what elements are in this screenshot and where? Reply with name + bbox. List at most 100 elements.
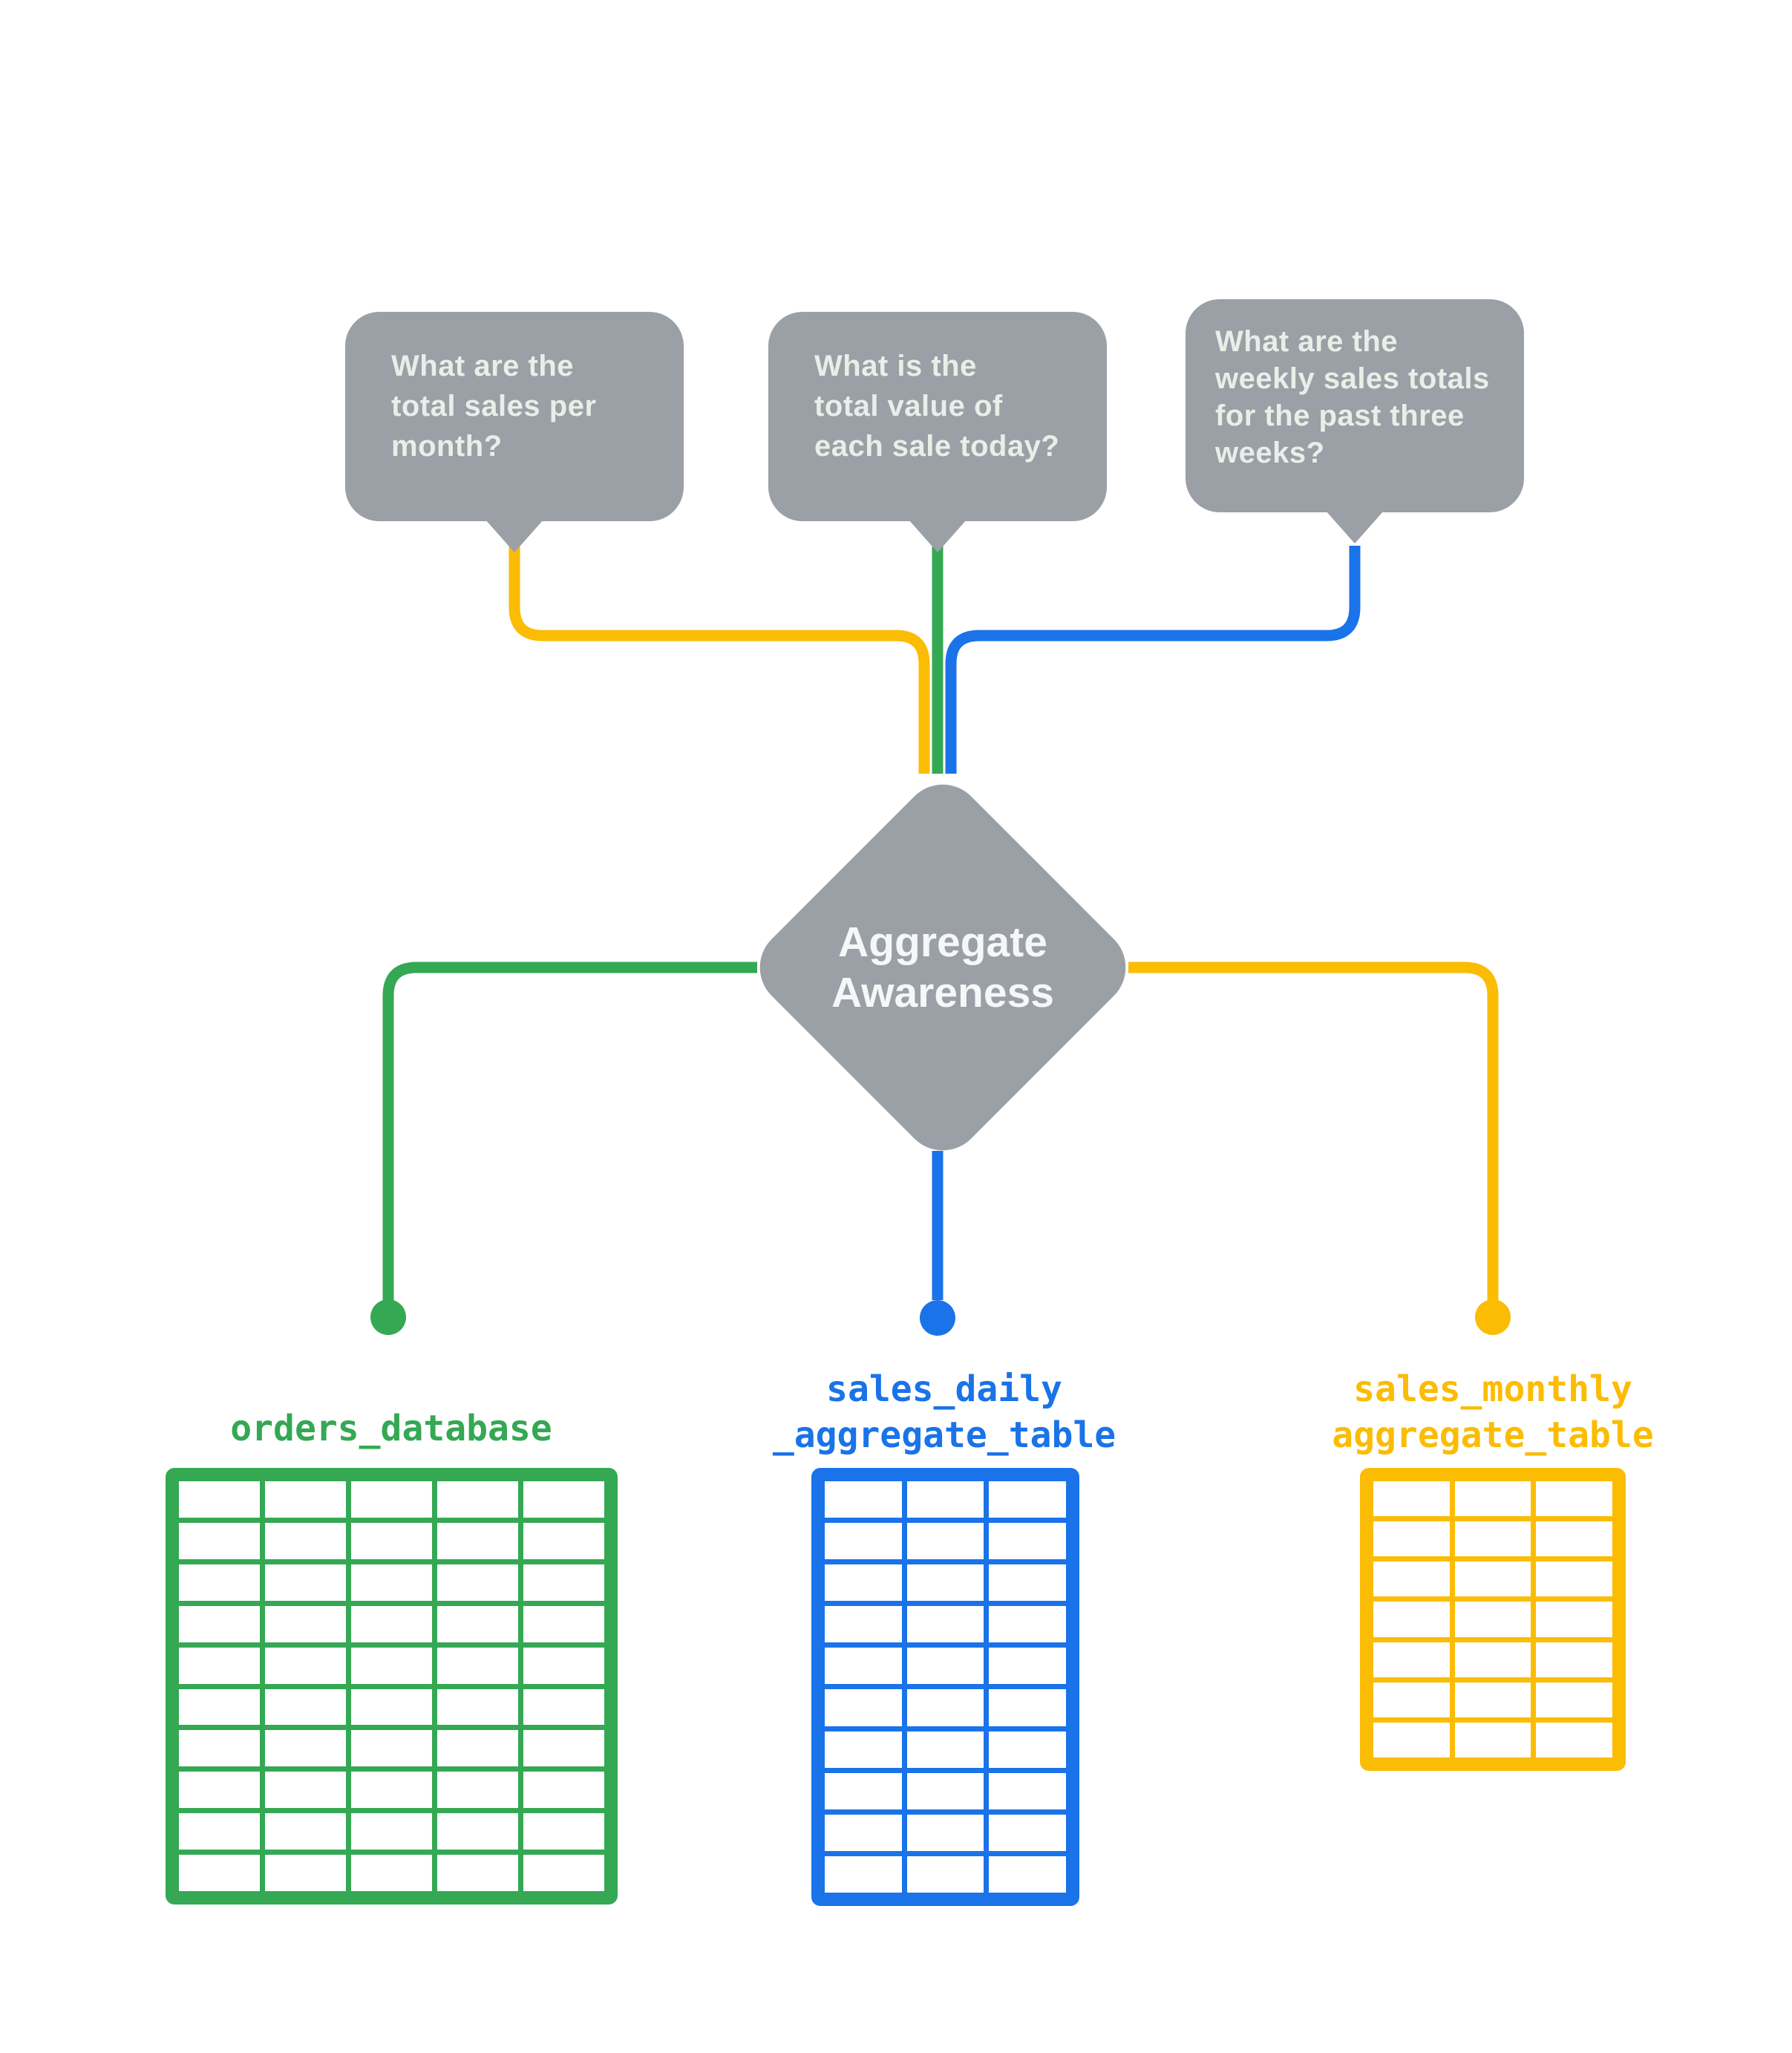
table-cell bbox=[1536, 1722, 1612, 1757]
table-cell bbox=[351, 1647, 432, 1684]
table-cell bbox=[1536, 1602, 1612, 1637]
table-cell bbox=[1373, 1682, 1450, 1717]
bubble-text-line: What is the bbox=[814, 350, 977, 382]
table-cell bbox=[1536, 1561, 1612, 1597]
table-cell bbox=[351, 1688, 432, 1726]
table-cell bbox=[351, 1522, 432, 1559]
table-cell bbox=[989, 1564, 1066, 1602]
sales-monthly-aggregate-grid bbox=[1360, 1468, 1626, 1771]
table-cell bbox=[825, 1481, 902, 1518]
table-cell bbox=[825, 1648, 902, 1685]
table-cell bbox=[989, 1606, 1066, 1643]
bubble-text-line: for the past three bbox=[1215, 399, 1465, 432]
orders-database-grid bbox=[166, 1468, 618, 1905]
table-cell bbox=[1454, 1682, 1531, 1717]
table-cell bbox=[523, 1605, 604, 1642]
table-cell bbox=[523, 1522, 604, 1559]
bubble-tail bbox=[1326, 511, 1384, 544]
table-cell bbox=[1373, 1561, 1450, 1597]
table-cell bbox=[351, 1772, 432, 1809]
table-name-line: aggregate_table bbox=[1332, 1414, 1654, 1456]
table-cell bbox=[989, 1814, 1066, 1851]
table-cell bbox=[825, 1772, 902, 1809]
table-cell bbox=[179, 1688, 260, 1726]
table-cell bbox=[906, 1564, 984, 1602]
table-cell bbox=[906, 1523, 984, 1560]
table-cell bbox=[179, 1813, 260, 1850]
sales-daily-aggregate-grid bbox=[811, 1468, 1079, 1906]
table-name-line: _aggregate_table bbox=[772, 1414, 1116, 1456]
table-cell bbox=[1536, 1481, 1612, 1517]
table-cell bbox=[1454, 1561, 1531, 1597]
orders-database-label: orders_database bbox=[169, 1406, 614, 1452]
table-cell bbox=[825, 1689, 902, 1726]
table-cell bbox=[989, 1689, 1066, 1726]
table-cell bbox=[523, 1647, 604, 1684]
yellow-result-line bbox=[1128, 962, 1499, 1301]
table-cell bbox=[989, 1772, 1066, 1809]
table-cell bbox=[989, 1523, 1066, 1560]
table-cell bbox=[437, 1647, 518, 1684]
table-cell bbox=[179, 1772, 260, 1809]
table-cell bbox=[906, 1689, 984, 1726]
table-cell bbox=[265, 1772, 346, 1809]
table-cell bbox=[179, 1605, 260, 1642]
table-cell bbox=[179, 1730, 260, 1767]
speech-bubble-sale-value: What is the total value of each sale tod… bbox=[768, 312, 1107, 552]
sales-daily-aggregate-table-label: sales_daily _aggregate_table bbox=[722, 1366, 1167, 1458]
table-name-line: orders_database bbox=[230, 1408, 552, 1449]
table-cell bbox=[1454, 1602, 1531, 1637]
table-cell bbox=[1373, 1521, 1450, 1557]
table-cell bbox=[437, 1813, 518, 1850]
table-cell bbox=[1536, 1642, 1612, 1677]
yellow-query-line bbox=[509, 546, 930, 774]
table-cell bbox=[523, 1481, 604, 1518]
table-cell bbox=[265, 1522, 346, 1559]
table-cell bbox=[265, 1647, 346, 1684]
blue-endpoint-dot bbox=[920, 1300, 955, 1336]
table-cell bbox=[265, 1855, 346, 1891]
table-cell bbox=[906, 1606, 984, 1643]
table-cell bbox=[1373, 1642, 1450, 1677]
table-cell bbox=[179, 1481, 260, 1518]
aggregate-awareness-label: Aggregate Awareness bbox=[802, 826, 1084, 1109]
bubble-text-line: each sale today? bbox=[814, 430, 1060, 463]
table-cell bbox=[989, 1855, 1066, 1893]
table-cell bbox=[351, 1481, 432, 1518]
bubble-text-line: What are the bbox=[391, 350, 575, 382]
table-cell bbox=[1373, 1481, 1450, 1517]
table-cell bbox=[523, 1813, 604, 1850]
table-cell bbox=[351, 1730, 432, 1767]
table-cell bbox=[906, 1481, 984, 1518]
table-cell bbox=[1454, 1481, 1531, 1517]
table-cell bbox=[1536, 1521, 1612, 1557]
bubble-text-line: weekly sales totals bbox=[1215, 362, 1490, 395]
bubble-text-line: weeks? bbox=[1215, 437, 1325, 469]
table-cell bbox=[906, 1855, 984, 1893]
bubble-tail bbox=[909, 520, 967, 552]
table-cell bbox=[906, 1648, 984, 1685]
table-name-line: sales_monthly bbox=[1353, 1368, 1632, 1410]
table-cell bbox=[437, 1772, 518, 1809]
table-cell bbox=[1454, 1521, 1531, 1557]
table-cell bbox=[906, 1814, 984, 1851]
blue-query-line bbox=[945, 546, 1361, 774]
bubble-text-line: total sales per bbox=[391, 390, 597, 422]
table-cell bbox=[437, 1481, 518, 1518]
table-cell bbox=[351, 1564, 432, 1601]
table-cell bbox=[825, 1731, 902, 1768]
table-cell bbox=[265, 1688, 346, 1726]
green-result-line bbox=[382, 962, 757, 1301]
bubble-text-line: What are the bbox=[1215, 325, 1399, 358]
table-cell bbox=[1373, 1602, 1450, 1637]
table-cell bbox=[523, 1730, 604, 1767]
table-cell bbox=[437, 1605, 518, 1642]
table-cell bbox=[1373, 1722, 1450, 1757]
table-cell bbox=[351, 1813, 432, 1850]
table-cell bbox=[1454, 1722, 1531, 1757]
table-cell bbox=[437, 1855, 518, 1891]
table-cell bbox=[437, 1522, 518, 1559]
table-cell bbox=[825, 1564, 902, 1602]
